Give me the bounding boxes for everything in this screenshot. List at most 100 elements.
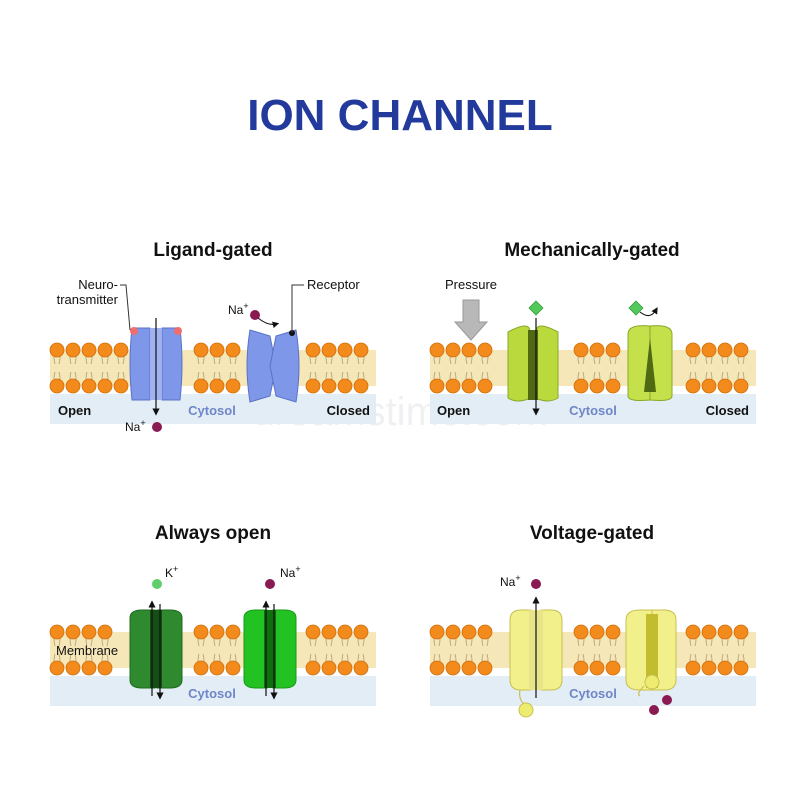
lipid-head bbox=[477, 624, 493, 640]
cytosol-region bbox=[430, 394, 756, 424]
closed-label: Closed bbox=[327, 403, 370, 418]
cytosol-region bbox=[50, 394, 376, 424]
lipid-head bbox=[193, 624, 209, 640]
lipid-head bbox=[573, 378, 589, 394]
lipid-head bbox=[81, 660, 97, 676]
lipid-head bbox=[701, 660, 717, 676]
lipid-head bbox=[589, 660, 605, 676]
lipid-head bbox=[305, 624, 321, 640]
open-label: Open bbox=[58, 403, 91, 418]
lipid-head bbox=[605, 660, 621, 676]
lipid-head bbox=[337, 660, 353, 676]
lipid-head bbox=[97, 660, 113, 676]
pressure-arrow-icon bbox=[453, 299, 489, 341]
lipid-head bbox=[209, 342, 225, 358]
lipid-head bbox=[573, 624, 589, 640]
lipid-head bbox=[225, 660, 241, 676]
cytosol-label: Cytosol bbox=[569, 403, 617, 418]
neurotransmitter-label: Neuro-transmitter bbox=[57, 277, 119, 307]
lipid-head bbox=[429, 342, 445, 358]
lipid-head bbox=[353, 660, 369, 676]
neurotransmitter-pointer bbox=[120, 284, 131, 331]
lipid-head bbox=[461, 660, 477, 676]
lipid-head bbox=[461, 378, 477, 394]
lipid-head bbox=[209, 660, 225, 676]
lipid-head bbox=[49, 660, 65, 676]
ligand-gated-title: Ligand-gated bbox=[153, 240, 272, 261]
mechanically-gated-panel: Mechanically-gated Pressure Open Cytosol… bbox=[429, 240, 756, 424]
lipid-head bbox=[305, 660, 321, 676]
lipid-head bbox=[477, 342, 493, 358]
lipid-head bbox=[305, 342, 321, 358]
cytosol-label: Cytosol bbox=[569, 686, 617, 701]
lipid-head bbox=[321, 624, 337, 640]
lipid-head bbox=[225, 624, 241, 640]
lipid-head bbox=[81, 378, 97, 394]
lipid-head bbox=[209, 624, 225, 640]
lipid-head bbox=[225, 342, 241, 358]
lipid-head bbox=[321, 342, 337, 358]
lipid-head bbox=[605, 378, 621, 394]
lipid-head bbox=[461, 624, 477, 640]
lipid-head bbox=[685, 342, 701, 358]
sodium-leak-channel bbox=[243, 600, 297, 700]
lipid-head bbox=[733, 378, 749, 394]
lipid-head bbox=[49, 342, 65, 358]
lipid-head bbox=[685, 660, 701, 676]
always-open-panel: Always open K+ Na+ Membrane Cytosol bbox=[49, 523, 376, 706]
lipid-head bbox=[353, 624, 369, 640]
lipid-head bbox=[445, 378, 461, 394]
lipid-head bbox=[445, 624, 461, 640]
lipid-head bbox=[477, 378, 493, 394]
lipid-head bbox=[97, 624, 113, 640]
lipid-head bbox=[353, 342, 369, 358]
lipid-head bbox=[589, 624, 605, 640]
lipid-head bbox=[113, 378, 129, 394]
lipid-head bbox=[429, 624, 445, 640]
lipid-head bbox=[701, 378, 717, 394]
lipid-head bbox=[49, 378, 65, 394]
lipid-head bbox=[717, 342, 733, 358]
potassium-channel bbox=[129, 600, 183, 700]
lipid-head bbox=[209, 378, 225, 394]
potassium-ion bbox=[152, 579, 162, 589]
sodium-ion-label: Na+ bbox=[500, 573, 521, 589]
lipid-head bbox=[65, 342, 81, 358]
lipid-head bbox=[97, 342, 113, 358]
lipid-head bbox=[337, 624, 353, 640]
sodium-ion bbox=[152, 422, 162, 432]
lipid-head bbox=[337, 378, 353, 394]
lipid-head bbox=[701, 624, 717, 640]
membrane-label: Membrane bbox=[56, 643, 118, 658]
open-label: Open bbox=[437, 403, 470, 418]
sodium-ion-label: Na+ bbox=[280, 564, 301, 580]
ligand-closed-channel bbox=[246, 329, 300, 403]
neurotransmitter-molecule bbox=[174, 327, 182, 335]
lipid-head bbox=[589, 342, 605, 358]
lipid-head bbox=[305, 378, 321, 394]
lipid-head bbox=[337, 342, 353, 358]
lipid-head bbox=[685, 624, 701, 640]
cytosol-region bbox=[430, 676, 756, 706]
lipid-head bbox=[605, 342, 621, 358]
lipid-head bbox=[193, 378, 209, 394]
ligand-membrane bbox=[49, 342, 376, 424]
voltage-membrane bbox=[429, 624, 756, 706]
voltage-open-channel bbox=[509, 596, 563, 718]
lipid-head bbox=[573, 660, 589, 676]
voltage-gated-title: Voltage-gated bbox=[530, 523, 654, 544]
inactivation-gate-icon bbox=[644, 674, 660, 690]
receptor-label: Receptor bbox=[307, 277, 360, 292]
lipid-head bbox=[97, 378, 113, 394]
lipid-head bbox=[429, 660, 445, 676]
pressure-label: Pressure bbox=[445, 277, 497, 292]
lipid-head bbox=[321, 378, 337, 394]
lipid-head bbox=[353, 378, 369, 394]
sodium-ion bbox=[265, 579, 275, 589]
lipid-head bbox=[193, 660, 209, 676]
ligand-open-channel bbox=[129, 318, 183, 416]
lipid-head bbox=[81, 342, 97, 358]
lipid-head bbox=[49, 624, 65, 640]
sodium-ion bbox=[531, 579, 541, 589]
